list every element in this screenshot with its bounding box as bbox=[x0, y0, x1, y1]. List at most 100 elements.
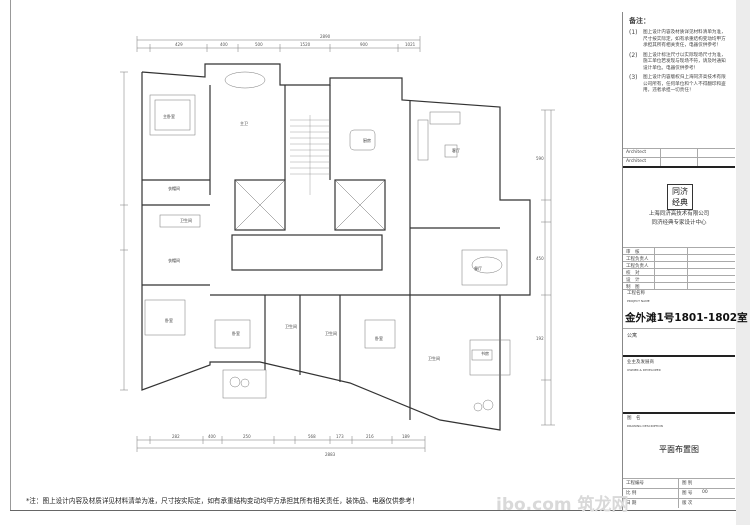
remark-number: (3) bbox=[629, 74, 638, 81]
info-row: 日 期版 次 bbox=[623, 498, 735, 508]
info-value: 00 bbox=[702, 490, 708, 495]
sign-row: 制 图 bbox=[623, 282, 735, 290]
stairs bbox=[290, 115, 330, 195]
dimension-left bbox=[120, 71, 128, 391]
dim-top-label: 500 bbox=[255, 42, 263, 47]
info-value bbox=[699, 479, 705, 488]
dim-bottom-label: 173 bbox=[336, 434, 344, 439]
dim-top-label: 900 bbox=[360, 42, 368, 47]
dim-top-label: 429 bbox=[175, 42, 183, 47]
divider bbox=[623, 328, 735, 329]
drawing-label-en: DRAWING DESCRIPTION bbox=[627, 424, 663, 428]
drawing-name: 平面布置图 bbox=[659, 445, 699, 454]
dim-right-label: 590 bbox=[536, 156, 544, 161]
logo-line: 经典 bbox=[672, 198, 688, 207]
drawing-border-bottom bbox=[10, 510, 736, 511]
architect-cell: Architect bbox=[623, 149, 661, 157]
room-label: 卧室 bbox=[375, 335, 383, 341]
dimension-right bbox=[541, 109, 555, 426]
walls bbox=[141, 63, 531, 431]
dimension-bottom bbox=[136, 436, 426, 452]
info-label: 图 号 bbox=[682, 491, 693, 496]
room-label: 卧室 bbox=[232, 330, 240, 336]
architect-row: Architect bbox=[623, 157, 735, 166]
dim-bottom-label: 568 bbox=[308, 434, 316, 439]
sign-row: 工程负责人 bbox=[623, 261, 735, 269]
sign-row: 审 核 bbox=[623, 247, 735, 255]
dim-bottom-label: 189 bbox=[402, 434, 410, 439]
dim-right-label: 192 bbox=[536, 336, 544, 341]
remark-item: (1)图上设计内容及材质详见材料清单为准，尺寸按实际定，如有承重结构变动均甲方承… bbox=[629, 29, 729, 50]
info-row: 比 例图 号 00 bbox=[623, 488, 735, 498]
info-label: 比 例 bbox=[623, 489, 679, 498]
sign-label: 制 图 bbox=[623, 283, 655, 290]
company-line: 上海同济高技术有限公司 bbox=[648, 211, 710, 217]
info-label: 日 期 bbox=[623, 499, 679, 508]
title-block: 备注： (1)图上设计内容及材质详见材料清单为准，尺寸按实际定，如有承重结构变动… bbox=[622, 12, 748, 510]
info-label: 图 别 bbox=[682, 481, 693, 486]
dim-bottom-label: 216 bbox=[366, 434, 374, 439]
room-label: 客厅 bbox=[452, 147, 460, 153]
room-label: 主卫 bbox=[240, 120, 248, 126]
sign-label: 校 对 bbox=[623, 269, 655, 276]
company-line: 同济经典专家设计中心 bbox=[651, 220, 707, 226]
dim-bottom-label: 250 bbox=[243, 434, 251, 439]
sign-label: 设 计 bbox=[623, 276, 655, 283]
dim-bottom-label: 400 bbox=[208, 434, 216, 439]
info-label: 工程编号 bbox=[623, 479, 679, 488]
furniture bbox=[144, 71, 511, 412]
dim-right-label: 450 bbox=[536, 256, 544, 261]
remark-item: (2) 图上设计标注尺寸以实际现场尺寸为准，施工单位若发现与现场不符，请及时通知设… bbox=[629, 51, 729, 73]
company-name: 上海同济高技术有限公司同济经典专家设计中心 bbox=[623, 210, 735, 228]
room-label: 衣帽间 bbox=[168, 185, 180, 191]
project-type: 公寓 bbox=[627, 333, 638, 339]
room-label: 卫生间 bbox=[428, 355, 440, 361]
dimension-top bbox=[136, 36, 421, 52]
architect-cell: Architect bbox=[623, 158, 661, 166]
dim-top-total: 2890 bbox=[320, 34, 331, 39]
owner-label: 业主及发展商 bbox=[627, 360, 654, 365]
room-label: 主卧室 bbox=[163, 113, 175, 119]
sign-label: 工程负责人 bbox=[623, 255, 655, 262]
drawing-border-left bbox=[10, 0, 11, 510]
info-value bbox=[699, 499, 705, 508]
floor-plan: 2890 429 400 500 1520 900 1021 bbox=[120, 34, 555, 457]
sign-row: 校 对 bbox=[623, 268, 735, 276]
room-label: 书房 bbox=[481, 350, 489, 356]
room-labels: 主卧室 主卫 衣帽间 卫生间 衣帽间 卧室 卧室 卫生间 卫生间 卧室 厨房 客… bbox=[163, 113, 489, 361]
remark-number: (2) bbox=[629, 51, 638, 59]
elevator-shafts bbox=[234, 179, 386, 231]
info-row: 工程编号图 别 bbox=[623, 478, 735, 488]
remarks-section: 备注： (1)图上设计内容及材质详见材料清单为准，尺寸按实际定，如有承重结构变动… bbox=[623, 12, 735, 148]
dim-top-label: 400 bbox=[220, 42, 228, 47]
dim-top-label: 1021 bbox=[405, 42, 416, 47]
project-label: 工程名称 bbox=[627, 291, 645, 296]
room-label: 厨房 bbox=[363, 137, 371, 143]
remarks-title: 备注： bbox=[629, 17, 650, 25]
remark-text: 图上设计标注尺寸以实际现场尺寸为准，施工单位若发现与现场不符，请及时通知设计单位… bbox=[643, 52, 726, 71]
room-label: 卧室 bbox=[165, 317, 173, 323]
project-name: 金外滩1号1801-1802室 bbox=[625, 312, 748, 324]
company-logo: 同济经典 bbox=[667, 184, 693, 210]
remark-text: 图上设计内容版权归上海同济高技术有限公司所有，任何单位和个人不得翻印和盗用，违者… bbox=[643, 75, 726, 93]
room-label: 卫生间 bbox=[325, 330, 337, 336]
divider bbox=[623, 355, 735, 357]
drawing-label: 图 名 bbox=[627, 416, 641, 421]
sign-row: 设 计 bbox=[623, 275, 735, 283]
divider bbox=[623, 289, 735, 290]
page-margin bbox=[736, 0, 750, 525]
room-label: 衣帽间 bbox=[168, 257, 180, 263]
remark-item: (3) 图上设计内容版权归上海同济高技术有限公司所有，任何单位和个人不得翻印和盗用… bbox=[629, 74, 729, 95]
sign-label: 审 核 bbox=[623, 248, 655, 255]
divider bbox=[623, 412, 735, 414]
owner-label-en: OWNER & DEVELOPER bbox=[627, 368, 661, 372]
room-label: 卫生间 bbox=[285, 323, 297, 329]
dim-bottom-label: 282 bbox=[172, 434, 180, 439]
sign-label: 工程负责人 bbox=[623, 262, 655, 269]
footer-note: *注：图上设计内容及材质详见材料清单为准，尺寸按实际定，如有承重结构变动均甲方承… bbox=[26, 497, 419, 505]
divider bbox=[623, 166, 735, 168]
architect-row: Architect bbox=[623, 148, 735, 157]
dim-top-label: 1520 bbox=[300, 42, 311, 47]
room-label: 餐厅 bbox=[474, 265, 482, 271]
room-label: 卫生间 bbox=[180, 217, 192, 223]
